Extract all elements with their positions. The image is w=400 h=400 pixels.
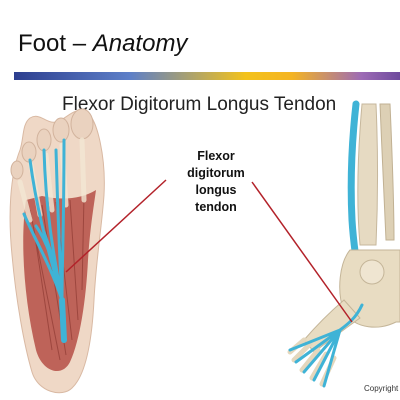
tibia-bone <box>357 103 378 246</box>
plantar-foot-view <box>9 108 105 394</box>
medial-foot-view <box>287 100 400 388</box>
tendon-label: Flexor digitorum longus tendon <box>168 148 264 216</box>
slide-title-main: Foot – <box>18 30 93 57</box>
little-toe <box>10 160 24 180</box>
title-gradient-rule <box>14 72 400 80</box>
slide-title: Foot – Anatomy <box>18 30 187 58</box>
fibula-bone <box>379 103 395 241</box>
third-toe <box>36 128 52 152</box>
tendon-label-line-2: digitorum <box>187 166 245 180</box>
copyright-text: Copyright <box>364 384 399 393</box>
tendon-label-line-3: longus <box>195 183 237 197</box>
pointer-line-left <box>65 179 167 273</box>
fdl-tendons-foot <box>288 303 364 388</box>
slide-subtitle: Flexor Digitorum Longus Tendon <box>62 94 337 115</box>
pointer-line-right <box>251 181 353 323</box>
talus-bone <box>359 259 385 285</box>
big-toe <box>70 108 94 140</box>
second-toe <box>52 117 70 143</box>
fdl-tendons-plantar <box>22 138 66 302</box>
fdl-tendon-main-plantar <box>59 297 67 343</box>
tendon-label-line-1: Flexor <box>197 149 235 163</box>
slide-title-italic: Anatomy <box>92 30 188 57</box>
tendon-label-line-4: tendon <box>195 200 237 214</box>
